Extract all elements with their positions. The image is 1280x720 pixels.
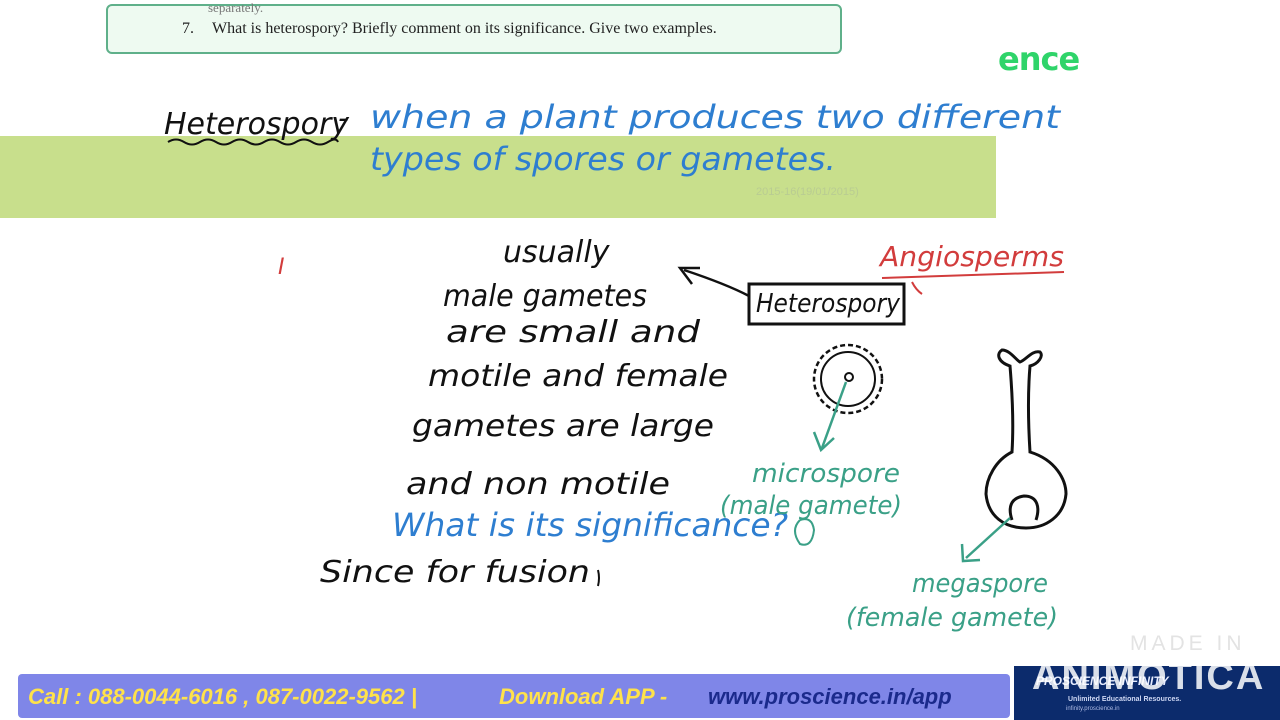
microspore-inner-wall (820, 351, 876, 407)
megaspore-pointer-head (960, 543, 981, 563)
question-number: 7. (182, 20, 194, 37)
definition-line-1: when a plant produces two different (370, 98, 1062, 136)
wavy-underline (167, 138, 339, 146)
megaspore-embryo-sac (1008, 494, 1040, 521)
question-note: What is its significance? (392, 506, 788, 544)
stray-red-mark: I (278, 255, 285, 280)
label-microspore-sub: (male gamete) (720, 491, 902, 521)
answer-start: Since for fusion (320, 555, 590, 590)
term-heterospory: Heterospory (164, 107, 350, 142)
arrow-to-notes (683, 268, 750, 298)
brand-url: infinity.proscience.in (1066, 706, 1120, 712)
body-line-3: are small and (446, 315, 701, 350)
question-text: What is heterospory? Briefly comment on … (212, 20, 717, 37)
watermark-animotica: ANIMOTICA (1032, 656, 1266, 698)
microspore-pointer (820, 381, 848, 449)
label-megaspore: megaspore (912, 569, 1048, 599)
watermark-made-in: MADE IN (1130, 632, 1246, 655)
contact-banner: Call : 088-0044-6016 , 087-0022-9562 | D… (18, 674, 1010, 718)
megaspore-pointer (965, 517, 1011, 559)
ink-stub-mark (597, 569, 600, 587)
question-box: separately. 7. What is heterospory? Brie… (106, 0, 842, 54)
brand-name: PROSCIENCE INFINITY (1036, 674, 1169, 688)
label-angiosperms: Angiosperms (878, 240, 1064, 273)
body-line-1: usually (503, 235, 611, 270)
body-line-6: and non motile (406, 467, 670, 502)
microspore-pointer-head (812, 431, 835, 453)
ink-loop-mark (794, 518, 816, 546)
call-numbers: Call : 088-0044-6016 , 087-0022-9562 | (28, 684, 417, 709)
body-line-5: gametes are large (412, 409, 714, 444)
brand-tagline: Unlimited Educational Resources. (1068, 696, 1182, 703)
label-megaspore-sub: (female gamete) (846, 603, 1058, 633)
angiosperms-underline (881, 271, 1065, 279)
megaspore-ovule-outline (984, 348, 1068, 530)
definition-line-2: types of spores or gametes. (370, 140, 836, 178)
heterospory-boxed-label: Heterospory (756, 289, 901, 319)
body-line-2: male gametes (443, 279, 647, 314)
body-line-4: motile and female (428, 359, 728, 394)
download-label: Download APP - (499, 684, 668, 709)
arrow-head-to-notes (677, 266, 700, 285)
highlight-band (0, 136, 996, 218)
definition-dash: - (338, 101, 349, 136)
microspore-outer-wall (812, 343, 884, 415)
header-fragment: ence (998, 40, 1080, 78)
previous-question-cut-text: separately. (208, 0, 264, 15)
microspore-nucleus (844, 372, 854, 382)
heterospory-box (747, 282, 906, 326)
app-url-link[interactable]: www.proscience.in/app (708, 684, 952, 709)
label-microspore: microspore (752, 459, 900, 489)
angiosperms-tail (911, 281, 923, 295)
brand-logo: PROSCIENCE INFINITY Unlimited Educationa… (1014, 666, 1280, 720)
band-date: 2015-16(19/01/2015) (756, 186, 859, 198)
